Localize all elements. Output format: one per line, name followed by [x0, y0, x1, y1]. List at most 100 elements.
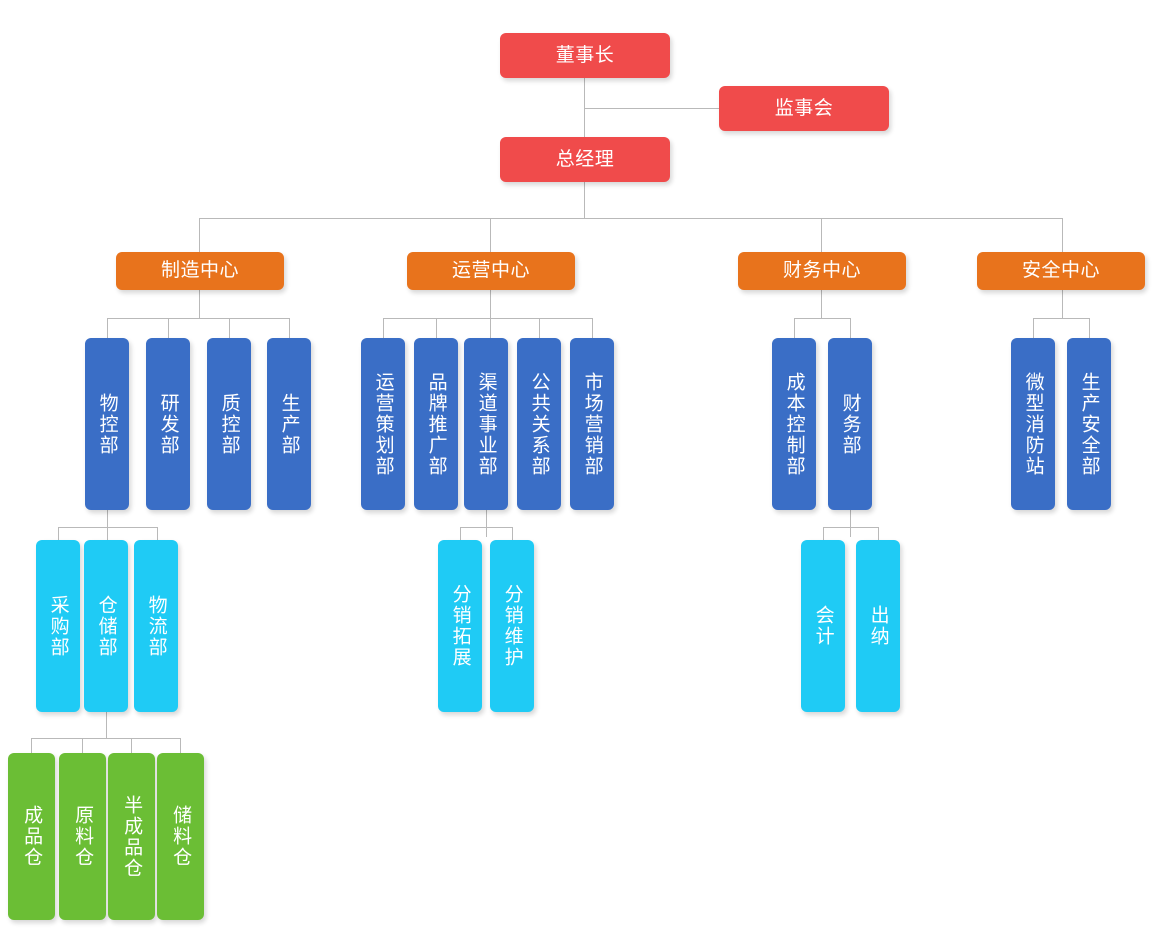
node-quality-control[interactable]: 质控部: [207, 338, 251, 510]
connector-drop-ops-marketing: [592, 318, 593, 338]
connector-channel-bus: [460, 527, 512, 528]
node-warehouse-raw[interactable]: 原料仓: [59, 753, 106, 920]
connector-drop-cashier: [878, 527, 879, 540]
connector-drop-operations: [490, 218, 491, 252]
connector-manufacturing-down: [199, 290, 200, 318]
node-center-finance-label: 财务中心: [782, 259, 861, 282]
node-warehouse-semi[interactable]: 半成品仓: [108, 753, 155, 920]
node-ops-brand-promotion-label: 品牌推广部: [425, 371, 448, 477]
connector-warehousing-down: [106, 712, 107, 738]
connector-channel-down: [486, 510, 487, 537]
node-center-finance[interactable]: 财务中心: [738, 252, 906, 290]
connector-drop-safety: [1062, 218, 1063, 252]
node-general-manager[interactable]: 总经理: [500, 137, 670, 182]
connector-finance-dept-down: [850, 510, 851, 537]
connector-drop-warehouse-raw: [82, 738, 83, 753]
node-material-control-label: 物控部: [96, 392, 119, 456]
node-purchasing[interactable]: 采购部: [36, 540, 80, 712]
node-rd[interactable]: 研发部: [146, 338, 190, 510]
node-production-label: 生产部: [278, 392, 301, 456]
node-finance-dept-label: 财务部: [839, 392, 862, 456]
node-center-operations-label: 运营中心: [451, 259, 530, 282]
connector-finance-bus: [794, 318, 850, 319]
node-logistics[interactable]: 物流部: [134, 540, 178, 712]
connector-drop-finance: [821, 218, 822, 252]
node-micro-fire-station[interactable]: 微型消防站: [1011, 338, 1055, 510]
node-warehousing-label: 仓储部: [95, 594, 118, 658]
node-supervisory-board-label: 监事会: [774, 96, 834, 119]
node-material-control[interactable]: 物控部: [85, 338, 129, 510]
connector-operations-bus: [383, 318, 592, 319]
connector-manufacturing-bus: [107, 318, 289, 319]
connector-drop-purchasing: [58, 527, 59, 540]
connector-centers-bus: [199, 218, 1062, 219]
connector-drop-logistics: [157, 527, 158, 540]
connector-finance-down: [821, 290, 822, 318]
node-accounting[interactable]: 会计: [801, 540, 845, 712]
connector-safety-down: [1062, 290, 1063, 318]
connector-drop-quality-control: [229, 318, 230, 338]
node-chairman-label: 董事长: [555, 43, 615, 66]
node-logistics-label: 物流部: [145, 594, 168, 658]
node-center-operations[interactable]: 运营中心: [407, 252, 575, 290]
node-finance-dept[interactable]: 财务部: [828, 338, 872, 510]
connector-drop-rd: [168, 318, 169, 338]
connector-drop-production-safety: [1089, 318, 1090, 338]
node-ops-public-relations-label: 公共关系部: [528, 371, 551, 477]
connector-operations-down: [490, 290, 491, 318]
connector-drop-material-control: [107, 318, 108, 338]
connector-drop-ops-pr: [539, 318, 540, 338]
node-production-safety-label: 生产安全部: [1078, 371, 1101, 477]
node-cashier-label: 出纳: [867, 605, 890, 647]
connector-drop-warehouse-finished: [31, 738, 32, 753]
node-ops-planning[interactable]: 运营策划部: [361, 338, 405, 510]
node-ops-brand-promotion[interactable]: 品牌推广部: [414, 338, 458, 510]
connector-finance-dept-bus: [823, 527, 878, 528]
connector-drop-dist-maintenance: [512, 527, 513, 540]
node-distribution-maintenance[interactable]: 分销维护: [490, 540, 534, 712]
node-warehouse-semi-label: 半成品仓: [121, 794, 144, 879]
connector-drop-micro-fire: [1033, 318, 1034, 338]
node-quality-control-label: 质控部: [218, 392, 241, 456]
node-ops-market-marketing[interactable]: 市场营销部: [570, 338, 614, 510]
connector-warehouses-bus: [31, 738, 180, 739]
node-rd-label: 研发部: [157, 392, 180, 456]
connector-drop-warehouse-semi: [131, 738, 132, 753]
node-warehouse-storage[interactable]: 储料仓: [157, 753, 204, 920]
connector-chairman-to-supervisory: [584, 108, 720, 109]
node-distribution-maintenance-label: 分销维护: [501, 584, 524, 668]
node-supervisory-board[interactable]: 监事会: [719, 86, 889, 131]
connector-gm-down: [584, 182, 585, 218]
connector-safety-bus: [1033, 318, 1089, 319]
node-cost-control[interactable]: 成本控制部: [772, 338, 816, 510]
node-warehouse-finished-label: 成品仓: [21, 805, 44, 868]
connector-drop-dist-expansion: [460, 527, 461, 540]
node-production-safety[interactable]: 生产安全部: [1067, 338, 1111, 510]
node-warehousing[interactable]: 仓储部: [84, 540, 128, 712]
node-ops-planning-label: 运营策划部: [372, 371, 395, 477]
node-center-safety[interactable]: 安全中心: [977, 252, 1145, 290]
node-cost-control-label: 成本控制部: [783, 371, 806, 477]
node-warehouse-finished[interactable]: 成品仓: [8, 753, 55, 920]
connector-drop-accounting: [823, 527, 824, 540]
node-warehouse-raw-label: 原料仓: [72, 805, 95, 868]
node-micro-fire-station-label: 微型消防站: [1022, 371, 1045, 477]
node-center-manufacturing[interactable]: 制造中心: [116, 252, 284, 290]
node-ops-market-marketing-label: 市场营销部: [581, 371, 604, 477]
node-general-manager-label: 总经理: [555, 147, 615, 170]
node-production[interactable]: 生产部: [267, 338, 311, 510]
node-ops-public-relations[interactable]: 公共关系部: [517, 338, 561, 510]
node-distribution-expansion-label: 分销拓展: [449, 584, 472, 668]
connector-drop-production: [289, 318, 290, 338]
node-distribution-expansion[interactable]: 分销拓展: [438, 540, 482, 712]
node-chairman[interactable]: 董事长: [500, 33, 670, 78]
node-cashier[interactable]: 出纳: [856, 540, 900, 712]
connector-drop-finance-dept: [850, 318, 851, 338]
node-ops-channel-business-label: 渠道事业部: [475, 371, 498, 477]
node-ops-channel-business[interactable]: 渠道事业部: [464, 338, 508, 510]
connector-drop-ops-channel: [490, 318, 491, 338]
connector-drop-warehousing: [107, 527, 108, 540]
node-accounting-label: 会计: [812, 605, 835, 647]
connector-drop-ops-planning: [383, 318, 384, 338]
connector-drop-ops-brand: [436, 318, 437, 338]
